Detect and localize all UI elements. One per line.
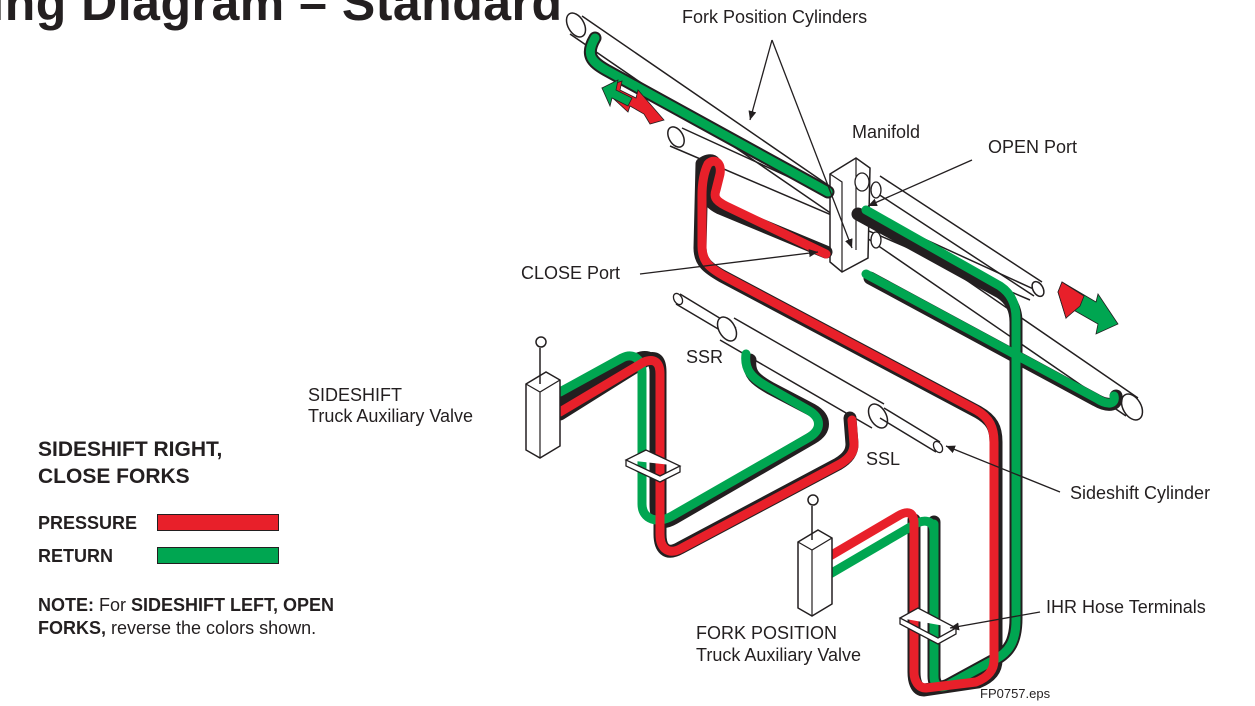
label-sideshift-cylinder: Sideshift Cylinder bbox=[1070, 483, 1211, 503]
legend-pressure-swatch bbox=[157, 514, 279, 531]
motion-arrow-right bbox=[1057, 281, 1119, 335]
note-text1: For bbox=[94, 595, 132, 615]
note-prefix: NOTE: bbox=[38, 595, 94, 615]
label-ihr-hose-terminals: IHR Hose Terminals bbox=[1046, 597, 1206, 617]
manifold-block bbox=[829, 157, 882, 273]
label-sideshift-valve-line1: SIDESHIFT bbox=[308, 385, 403, 405]
note-text2: reverse the colors shown. bbox=[106, 618, 317, 638]
legend-note: NOTE: For SIDESHIFT LEFT, OPEN FORKS, re… bbox=[38, 594, 338, 640]
legend-heading: SIDESHIFT RIGHT, CLOSE FORKS bbox=[38, 436, 222, 490]
label-manifold: Manifold bbox=[852, 122, 921, 142]
legend-return-label: RETURN bbox=[38, 546, 113, 566]
label-sideshift-valve-line2: Truck Auxiliary Valve bbox=[308, 406, 474, 426]
label-fork-position-cylinders: Fork Position Cylinders bbox=[682, 7, 868, 27]
page-title: sing Diagram – Standard bbox=[0, 0, 563, 31]
label-ssr: SSR bbox=[686, 347, 724, 367]
fork-position-valve bbox=[797, 494, 833, 617]
hose-clamp-upper bbox=[624, 449, 682, 483]
legend-heading-line2: CLOSE FORKS bbox=[38, 465, 190, 488]
legend-return-swatch bbox=[157, 547, 279, 564]
legend-pressure-label: PRESSURE bbox=[38, 513, 138, 533]
file-name: FP0757.eps bbox=[980, 686, 1051, 701]
label-fork-position-valve-line1: FORK POSITION bbox=[696, 623, 838, 643]
label-ssl: SSL bbox=[866, 449, 901, 469]
leader-lines bbox=[639, 39, 1061, 631]
label-fork-position-valve-line2: Truck Auxiliary Valve bbox=[696, 645, 862, 665]
motion-arrow-left bbox=[601, 79, 665, 125]
label-open-port: OPEN Port bbox=[988, 137, 1078, 157]
label-close-port: CLOSE Port bbox=[521, 263, 621, 283]
note-bold1: SIDESHIFT LEFT, OPEN FORKS, bbox=[38, 595, 335, 638]
legend-heading-line1: SIDESHIFT RIGHT, bbox=[38, 438, 223, 461]
sideshift-valve bbox=[525, 336, 561, 459]
